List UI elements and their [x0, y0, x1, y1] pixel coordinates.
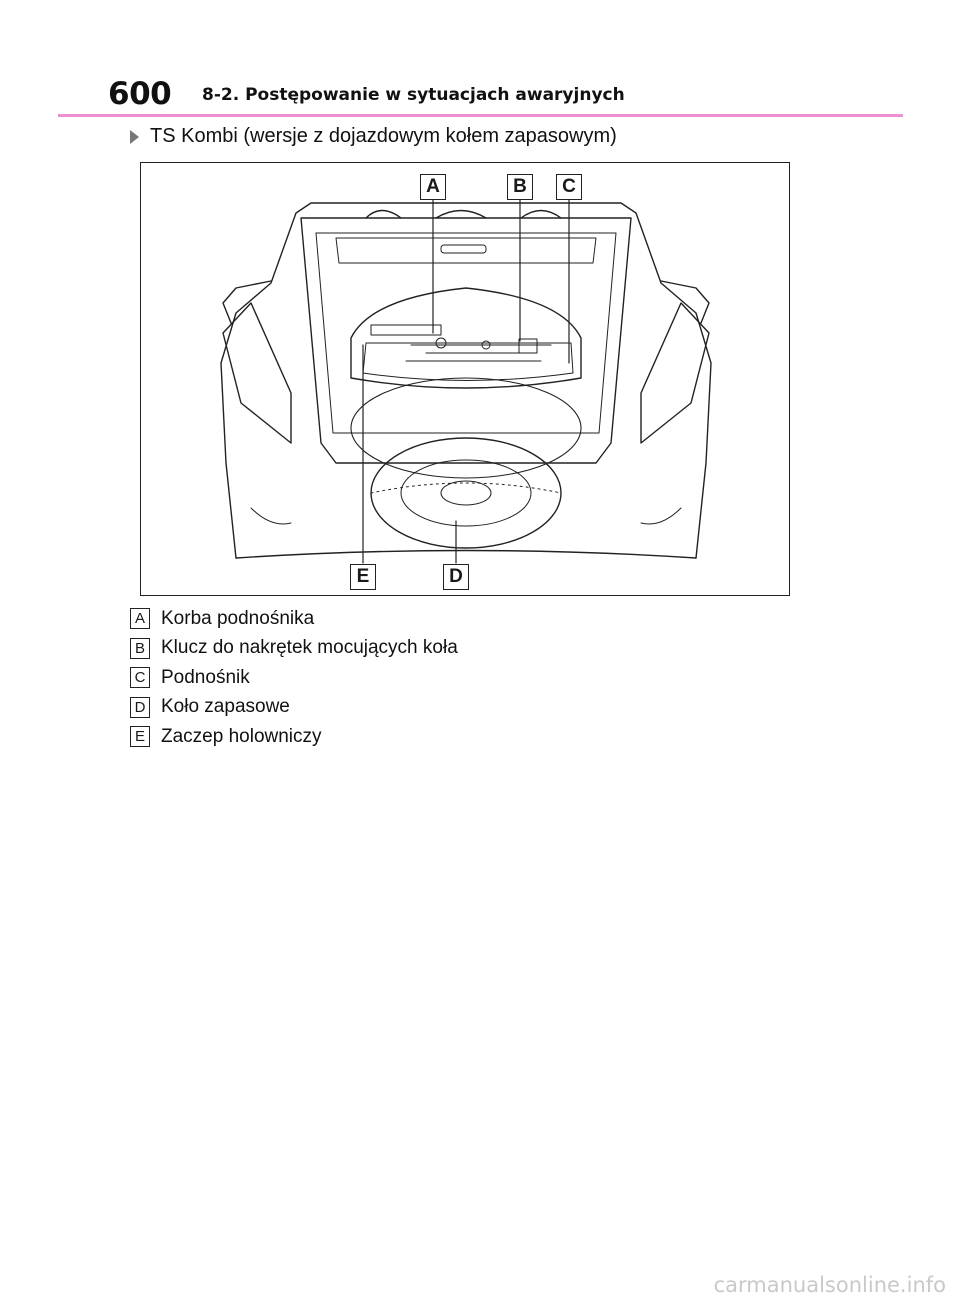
- legend-badge: D: [130, 696, 150, 718]
- legend-text: Korba podnośnika: [161, 607, 315, 629]
- watermark: carmanualsonline.info: [713, 1273, 946, 1297]
- legend-text: Klucz do nakrętek mocujących koła: [161, 637, 458, 659]
- callout-d: D: [443, 564, 469, 590]
- variant-text: TS Kombi (wersje z dojazdowym kołem zapa…: [150, 125, 617, 147]
- section-title: 8-2. Postępowanie w sytuacjach awaryjnyc…: [202, 85, 625, 105]
- legend-item: C Podnośnik: [130, 663, 458, 693]
- legend-item: D Koło zapasowe: [130, 693, 458, 723]
- legend-text: Koło zapasowe: [161, 696, 290, 718]
- callout-a: A: [420, 174, 446, 200]
- callout-c: C: [556, 174, 582, 200]
- page-number: 600: [108, 76, 172, 112]
- variant-line: TS Kombi (wersje z dojazdowym kołem zapa…: [130, 125, 617, 148]
- legend-text: Podnośnik: [161, 666, 250, 688]
- triangle-right-icon: [130, 129, 139, 144]
- trunk-illustration: A B C D E: [140, 162, 790, 596]
- car-trunk-drawing: [220, 199, 712, 564]
- legend-text: Zaczep holowniczy: [161, 725, 322, 747]
- legend-list: A Korba podnośnika B Klucz do nakrętek m…: [130, 604, 458, 752]
- callout-e: E: [350, 564, 376, 590]
- legend-item: E Zaczep holowniczy: [130, 722, 458, 752]
- legend-item: A Korba podnośnika: [130, 604, 458, 634]
- legend-item: B Klucz do nakrętek mocujących koła: [130, 634, 458, 664]
- legend-badge: E: [130, 726, 150, 748]
- legend-badge: B: [130, 637, 150, 659]
- legend-badge: C: [130, 667, 150, 689]
- legend-badge: A: [130, 608, 150, 630]
- header-rule: [58, 114, 903, 117]
- callout-b: B: [507, 174, 533, 200]
